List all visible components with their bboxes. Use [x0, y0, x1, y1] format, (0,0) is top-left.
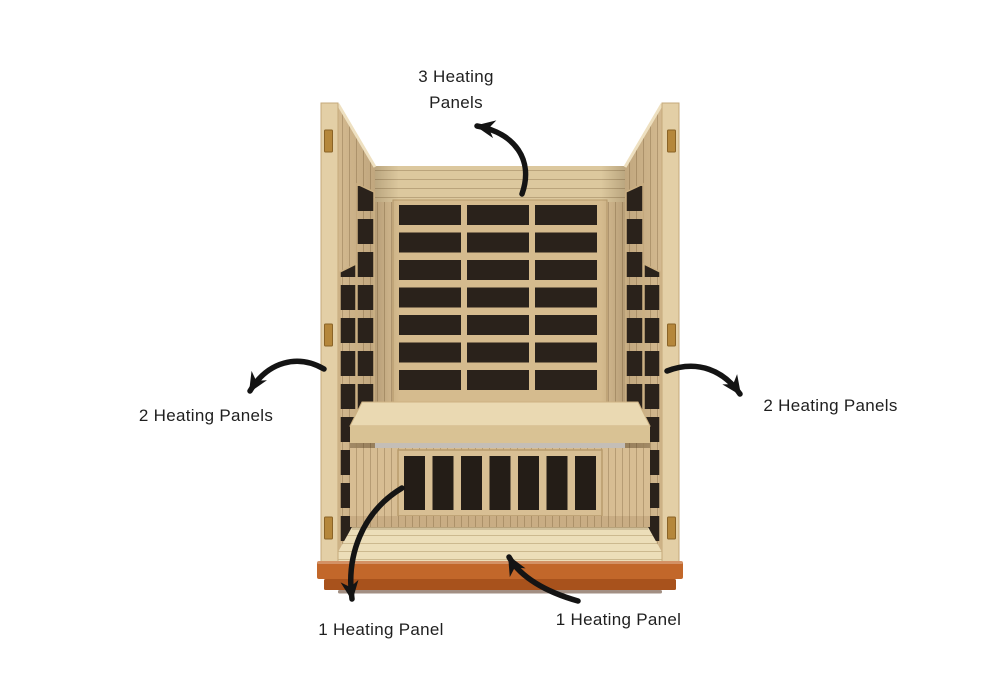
label-line: 3 Heating: [418, 67, 494, 86]
hinge-icon: [667, 516, 676, 540]
label-left-wall-panels: 2 Heating Panels: [138, 406, 274, 425]
hinge-icon: [324, 516, 333, 540]
under-bench-front: [350, 448, 650, 527]
floor: [333, 527, 667, 561]
back-wall-header: [375, 166, 625, 202]
bench-front-edge: [350, 426, 650, 443]
bench-top: [349, 401, 651, 427]
arrow-under-bench: [340, 485, 405, 602]
hinge-icon: [324, 323, 333, 347]
annotation-arrows: [247, 120, 743, 604]
label-floor-panel: 1 Heating Panel: [555, 610, 682, 629]
back-wall: [375, 166, 625, 405]
under-bench-heating-panel: [397, 449, 603, 517]
hinge-icon: [667, 323, 676, 347]
label-under-bench-panel: 1 Heating Panel: [318, 620, 444, 639]
label-line: Panels: [429, 93, 483, 112]
hinge-icon: [324, 129, 333, 153]
label-right-wall-panels: 2 Heating Panels: [763, 396, 898, 415]
left-wall-heating-panels: [339, 182, 375, 552]
arrow-back-wall: [474, 120, 529, 197]
floor-trim: [350, 516, 650, 527]
base-plinth: [317, 561, 683, 594]
left-wall: [336, 103, 377, 572]
back-wall-heating-panel-grid: [392, 199, 608, 404]
bench: [349, 401, 651, 448]
label-back-wall-panels: 3 Heating Panels: [376, 64, 536, 116]
right-front-edge: [661, 102, 680, 574]
left-front-edge: [320, 102, 339, 574]
arrow-right-wall: [664, 363, 743, 397]
arrow-left-wall: [247, 358, 327, 394]
hinge-icon: [667, 129, 676, 153]
arrow-floor: [506, 554, 581, 604]
